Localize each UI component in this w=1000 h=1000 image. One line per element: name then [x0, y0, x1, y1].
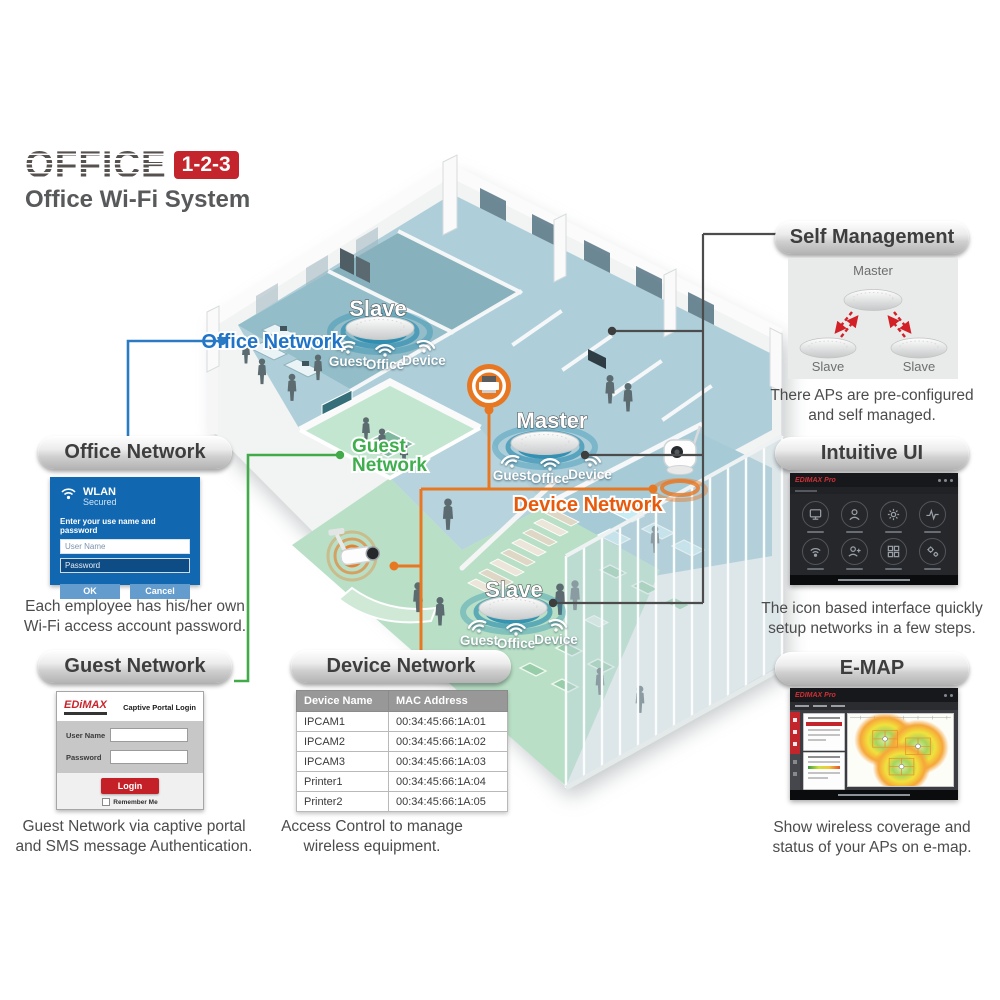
guest-network-callout-title: Guest Network: [38, 650, 232, 683]
portal-username-label: User Name: [66, 730, 106, 740]
gears-icon[interactable]: [919, 538, 946, 566]
password-field[interactable]: Password: [60, 557, 190, 573]
svg-text:Guest: Guest: [493, 468, 532, 483]
table-header-row: Device Name MAC Address: [296, 690, 508, 712]
office-network-callout-title: Office Network: [38, 436, 232, 469]
layout-icon[interactable]: [880, 538, 907, 566]
add-user-icon[interactable]: [841, 538, 868, 566]
office-desks: [248, 323, 323, 378]
brand-logo: OFFICE 1-2-3 Office Wi-Fi System: [25, 146, 250, 214]
master-ap-label: Master: [853, 263, 893, 278]
edimax-pro-logo: EDIMAX Pro: [795, 476, 836, 484]
reception-counter: [337, 586, 438, 624]
guest-network-floor-label-line1: Guest: [352, 436, 407, 457]
svg-text:Office: Office: [531, 471, 570, 486]
intuitive-ui-screenshot: EDIMAX Pro: [790, 473, 958, 585]
selected-ap-row[interactable]: [806, 722, 842, 726]
device-network-floor-label: Device Network: [514, 494, 664, 516]
ap-label: Slave: [485, 577, 543, 602]
ap-label: Master: [517, 408, 588, 433]
emap-menubar: [790, 702, 958, 710]
window-controls: [938, 478, 953, 482]
device-network-callout-title: Device Network: [291, 650, 511, 683]
captive-portal-window: EDiMAX Captive Portal Login User Name Pa…: [56, 691, 204, 810]
brand-wordmark: OFFICE: [25, 144, 167, 185]
svg-text:Device: Device: [568, 467, 612, 482]
ap-dot[interactable]: [882, 736, 921, 770]
ap-label: Slave: [349, 296, 407, 321]
svg-text:Device: Device: [402, 353, 446, 368]
ap-slave-bottom: Slave Guest Office Device: [460, 576, 578, 651]
credentials-prompt: Enter your use name and password: [60, 516, 156, 535]
guest-room-tv: [321, 389, 353, 416]
intuitive-ui-callout-title: Intuitive UI: [775, 437, 969, 470]
wlan-login-dialog: WLAN Secured Enter your use name and pas…: [50, 477, 200, 599]
pulse-icon[interactable]: [919, 500, 946, 528]
slave-ap-label: Slave: [903, 359, 936, 374]
wifi-icon: [61, 488, 76, 500]
ip-camera-icon: [652, 425, 708, 502]
portal-password-label: Password: [66, 752, 102, 762]
window-controls: [944, 693, 953, 697]
user-icon[interactable]: [841, 500, 868, 528]
gear-icon[interactable]: [880, 500, 907, 528]
self-management-diagram: Master Slave Slave: [788, 258, 958, 384]
portal-password-input[interactable]: [110, 750, 188, 764]
portal-username-input[interactable]: [110, 728, 188, 742]
product-subtitle: Office Wi-Fi System: [25, 186, 251, 213]
secured-label: Secured: [83, 497, 117, 508]
svg-text:Guest: Guest: [329, 354, 368, 369]
emap-heatmap: [847, 712, 954, 794]
svg-text:Guest: Guest: [460, 633, 499, 648]
svg-text:Office: Office: [366, 357, 405, 372]
wireless-icon[interactable]: [802, 538, 829, 566]
cancel-button[interactable]: Cancel: [130, 583, 190, 599]
signal-legend-gradient: [808, 766, 840, 769]
printer-icon: [467, 364, 511, 408]
self-management-callout-title: Self Management: [775, 221, 969, 254]
sync-arrows: [834, 311, 912, 338]
brand-badge: 1-2-3: [173, 150, 239, 179]
ok-button[interactable]: OK: [60, 583, 120, 599]
emap-legend-panel: [803, 752, 845, 790]
emap-callout-title: E-MAP: [775, 652, 969, 685]
stairs: [459, 477, 580, 597]
svg-text:Device: Device: [534, 632, 578, 647]
ap-slave-top: Slave Guest Office Device: [327, 295, 446, 372]
slave-ap-label: Slave: [812, 359, 845, 374]
ssid-name: WLAN Secured: [83, 486, 117, 508]
ap-master: Master Guest Office Device: [492, 407, 612, 486]
emap-ap-list-panel: [803, 713, 845, 751]
guest-network-floor-label-line2: Network: [352, 455, 427, 476]
username-field[interactable]: User Name: [60, 538, 190, 554]
svg-text:Office: Office: [497, 636, 536, 651]
edimax-pro-logo: EDIMAX Pro: [795, 691, 836, 699]
edimax-logo: EDiMAX: [64, 700, 107, 715]
remember-me-checkbox[interactable]: [102, 798, 111, 806]
bullet-camera-icon: [326, 527, 381, 582]
emap-screenshot: EDIMAX Pro: [790, 688, 958, 800]
remember-me-label: Remember Me: [113, 798, 158, 806]
portal-heading: Captive Portal Login: [123, 703, 196, 712]
emap-side-rail: [790, 710, 800, 790]
monitor-icon[interactable]: [802, 500, 829, 528]
login-button[interactable]: Login: [101, 778, 159, 794]
